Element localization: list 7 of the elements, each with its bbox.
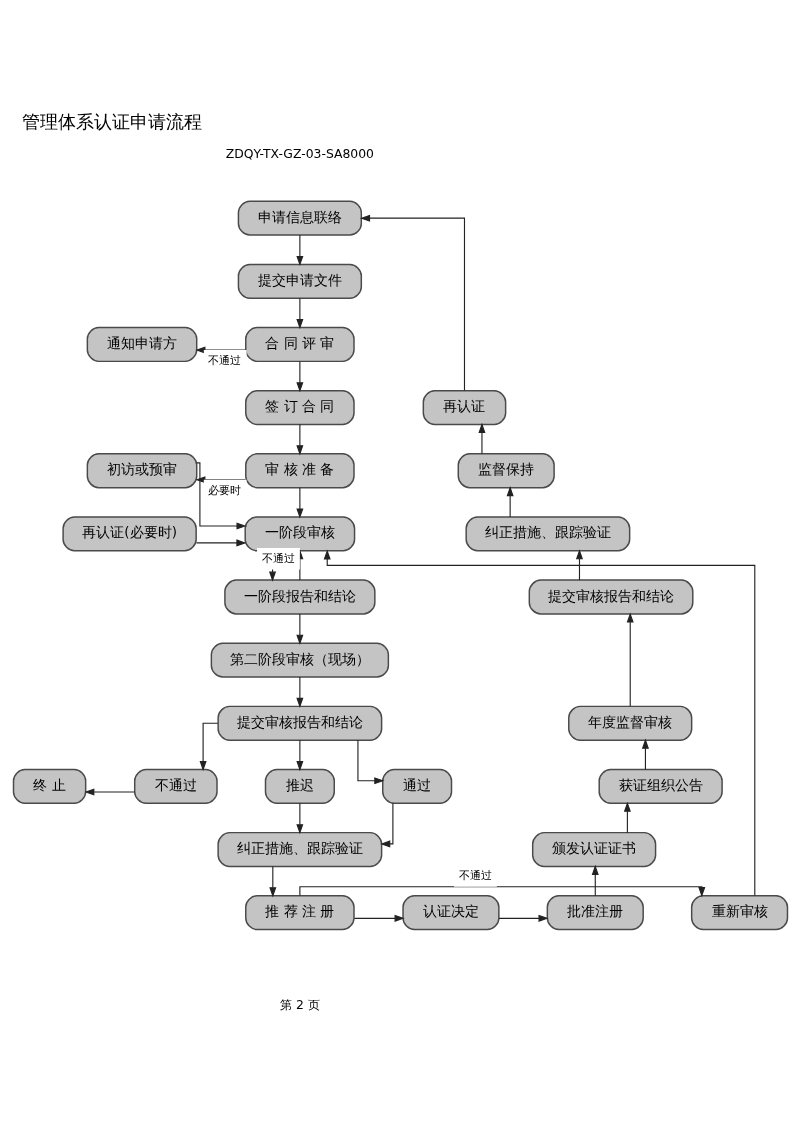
edge-label: 不通过 [261,551,295,565]
label: ZDQY-TX-GZ-03-SA8000 [225,145,374,161]
diagram-title: 管理体系认证申请流程 [21,110,202,132]
edge-label: 不通过 [207,353,241,367]
edge-label: 必要时 [207,483,241,497]
edge-label: 不通过 [458,868,492,882]
label: 第 2 页 [279,996,320,1012]
